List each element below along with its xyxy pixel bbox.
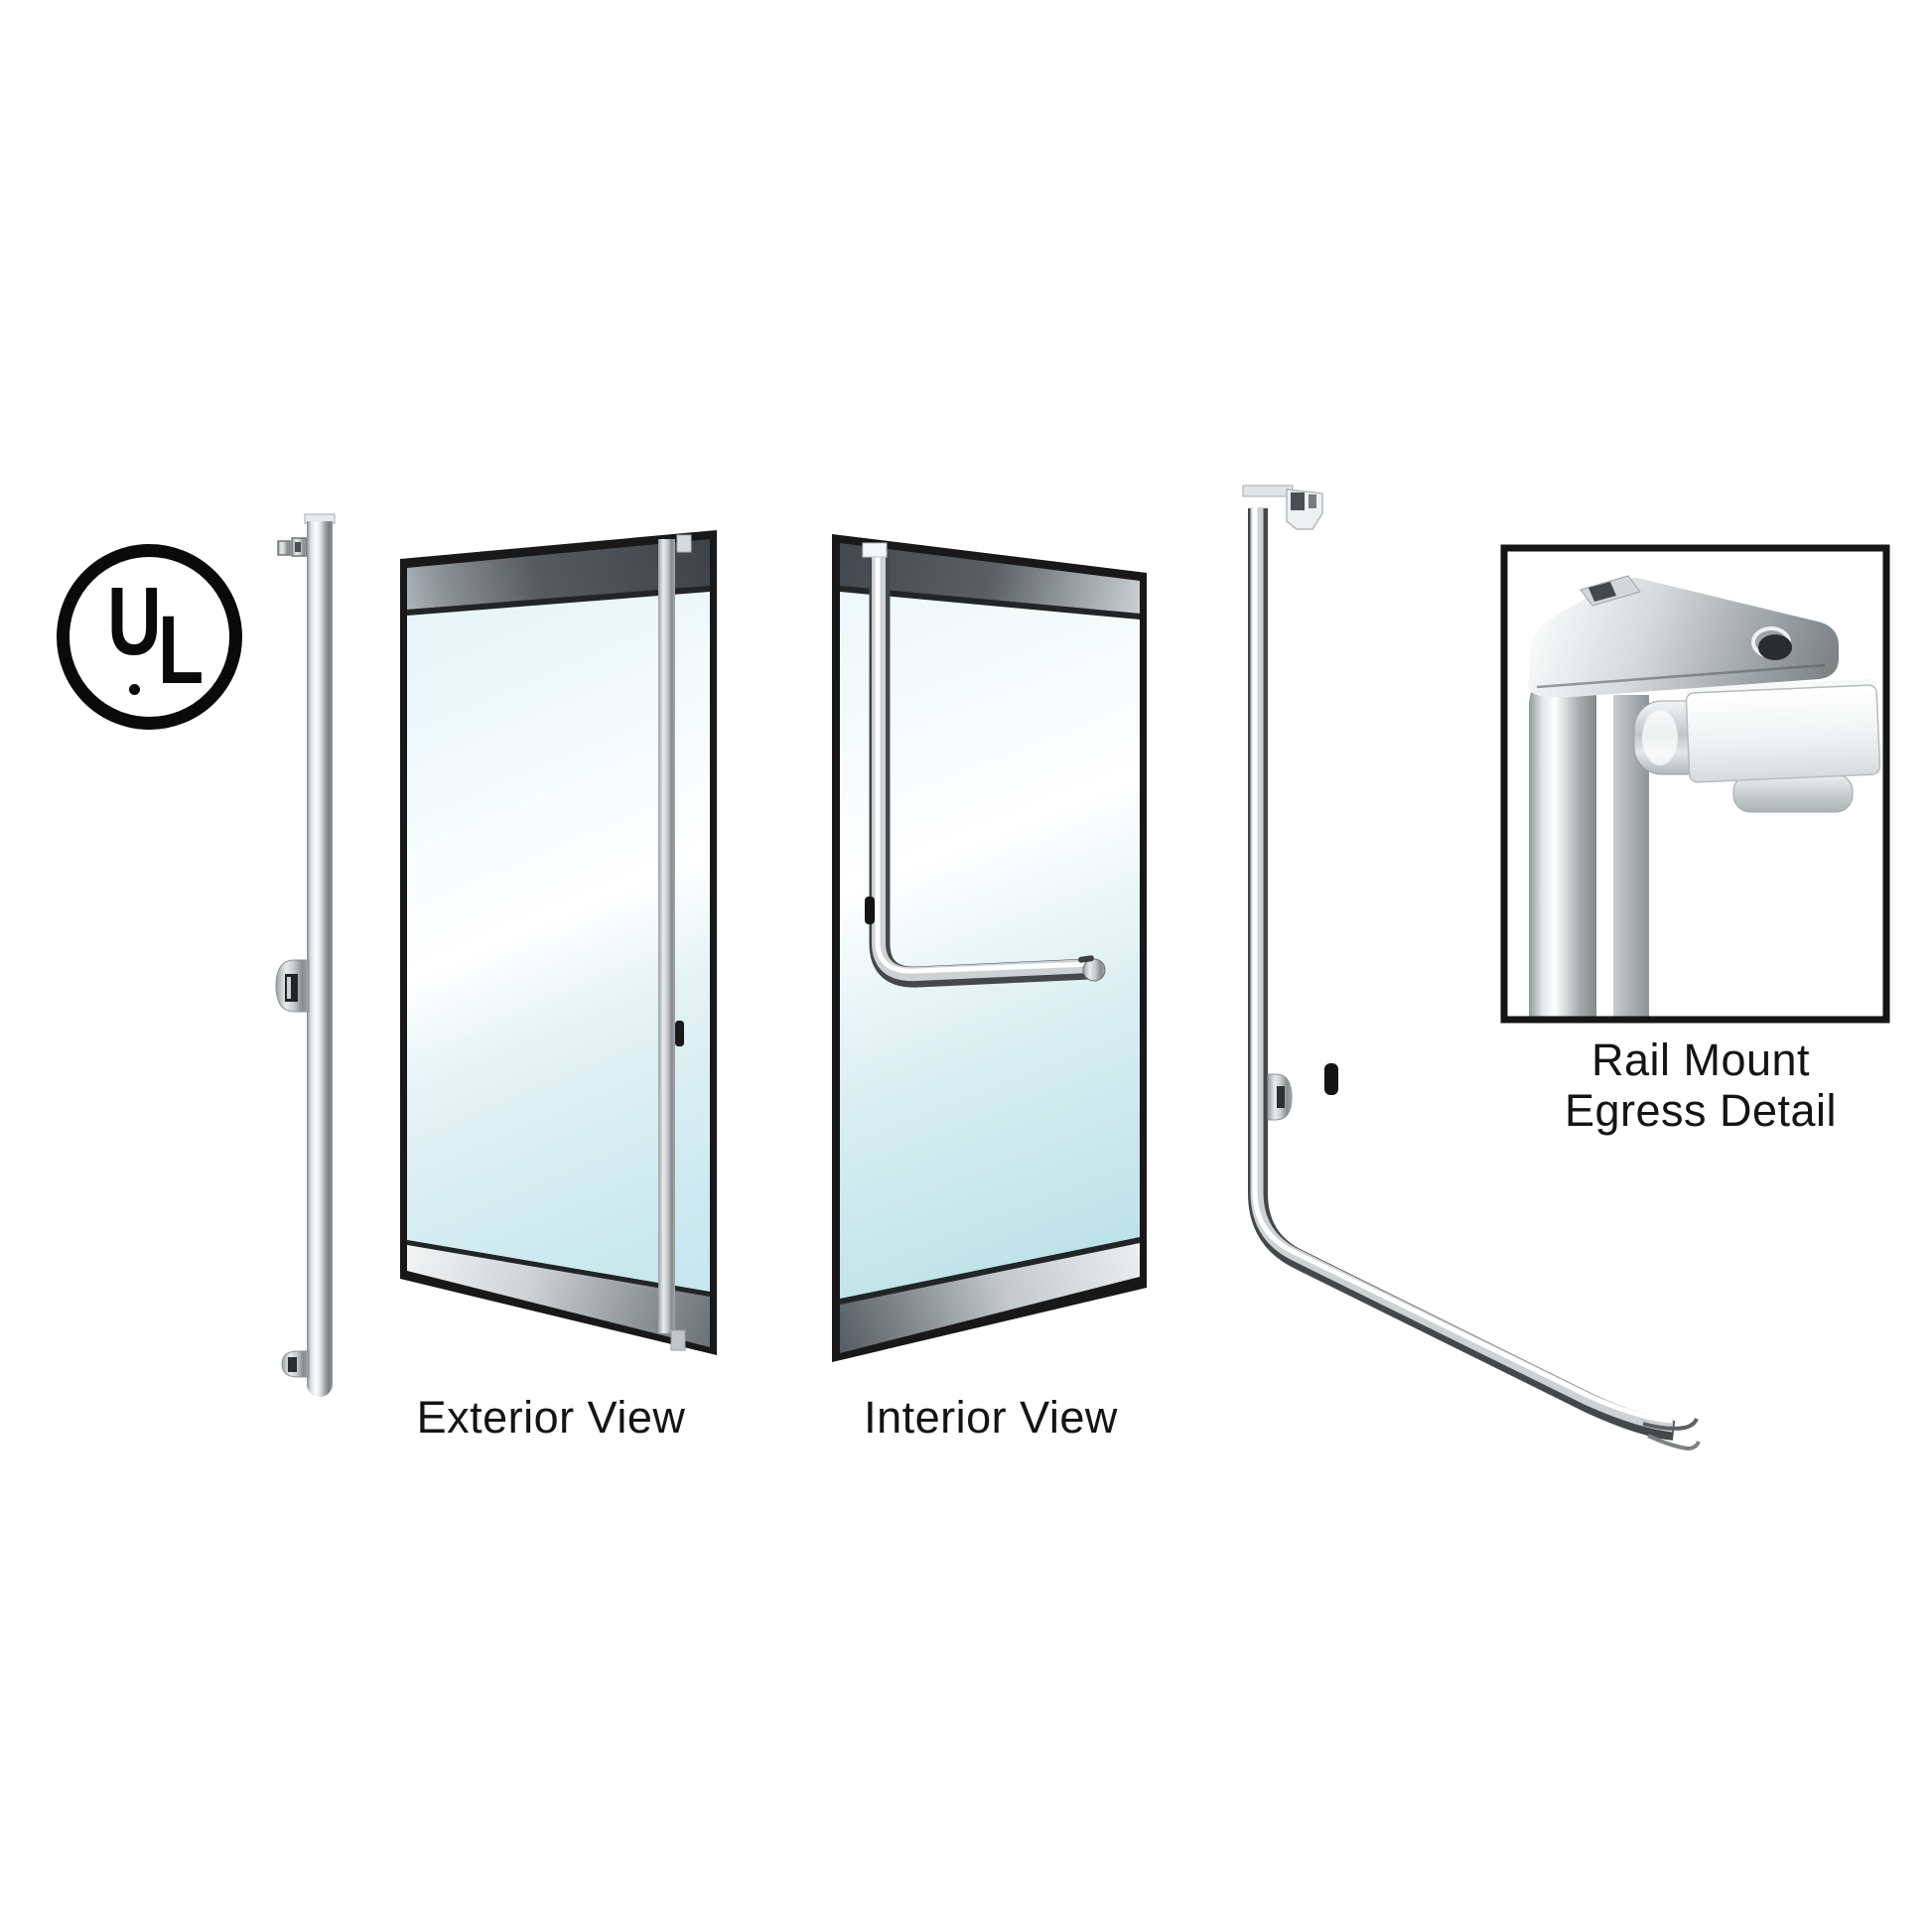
rail-side-view (275, 513, 336, 1397)
door-bottom-rail (840, 1243, 1140, 1353)
door-glass (840, 592, 1140, 1303)
ul-logo-dot (129, 684, 140, 695)
ul-certification-logo: U L (57, 544, 242, 730)
door-glass (407, 592, 710, 1292)
strike-slot (1324, 1063, 1338, 1095)
rail-head-cap (1242, 484, 1294, 497)
handle-grip-end (1082, 958, 1106, 982)
rail-mount-bracket-window (1277, 1086, 1285, 1108)
detail-head-bottom-edge (1536, 663, 1826, 689)
rail-head-bracket-shadow (1309, 494, 1316, 508)
handle-top-cap (862, 542, 888, 558)
door-top-rail (840, 543, 1140, 614)
detail-caption: Rail Mount Egress Detail (1502, 1035, 1899, 1136)
rail-latch-window (285, 974, 298, 1002)
detail-head-tab-slot (1588, 582, 1616, 602)
egress-l-handle (862, 542, 1106, 988)
handle-end-notch (1078, 955, 1094, 963)
door-top-rail-edge (840, 586, 1140, 620)
rail-top-clip-small (277, 540, 291, 556)
interior-view-label: Interior View (864, 1392, 1118, 1443)
detail-rail-head (1528, 578, 1839, 698)
rail-bottom-bracket-window (288, 1357, 297, 1372)
detail-content (1528, 575, 1881, 1018)
detail-arm-hole (1758, 634, 1792, 660)
rail-top-clip-slot (295, 542, 301, 552)
detail-caption-line2: Egress Detail (1564, 1085, 1838, 1136)
handle-tip-upper (1642, 1418, 1699, 1431)
door-bottom-rail-edge (840, 1237, 1140, 1305)
ul-letter-l: L (158, 596, 205, 704)
rail-latch-highlight (287, 977, 291, 999)
rail-with-egress-handle (1242, 484, 1701, 1451)
detail-caption-line1: Rail Mount (1590, 1035, 1811, 1085)
door-bottom-rail (407, 1245, 710, 1347)
rail-bar (307, 521, 333, 1397)
detail-block-front-face (1685, 684, 1881, 783)
egress-rail-top-tab (676, 534, 692, 553)
latch-slot (865, 897, 875, 924)
detail-mount-block (1685, 678, 1881, 783)
door-bottom-rail-edge (407, 1240, 710, 1297)
door-top-rail-edge (407, 586, 710, 616)
rail-head-bracket-slot (1291, 492, 1305, 510)
exterior-door (400, 530, 717, 1355)
rail-and-handle-bar (1248, 506, 1701, 1451)
detail-box-border (1500, 544, 1890, 1024)
ul-letter-u: U (107, 567, 162, 675)
egress-rail-bottom-tab (670, 1329, 686, 1351)
detail-inset (1500, 544, 1890, 1024)
detail-pivot-highlight (1642, 710, 1678, 765)
egress-rail-edge-on (658, 539, 675, 1333)
detail-rail (1529, 673, 1596, 1018)
handle-tip-lower (1647, 1434, 1701, 1451)
latch-bolt-slot (675, 1021, 684, 1046)
interior-door (832, 534, 1147, 1362)
door-top-rail (407, 539, 710, 610)
exterior-view-label: Exterior View (416, 1392, 686, 1443)
